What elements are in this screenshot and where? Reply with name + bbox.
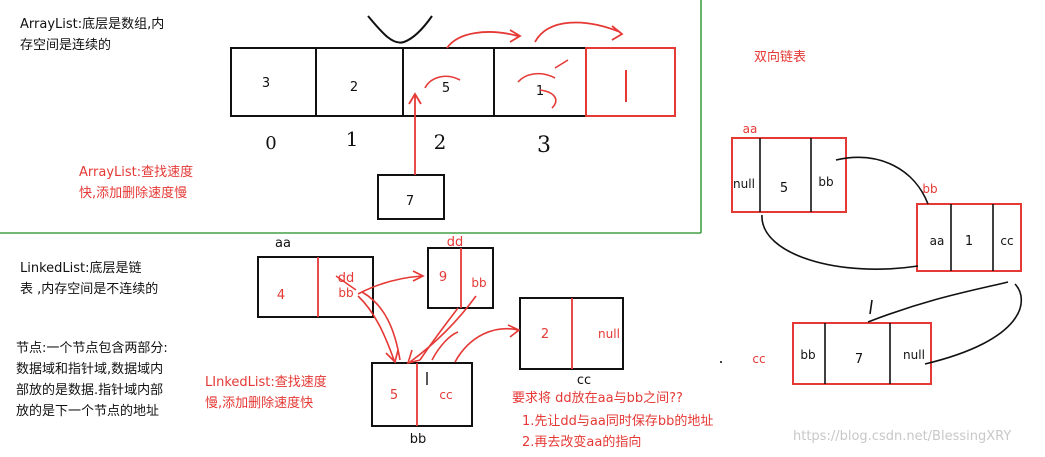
array-index-3: 3 <box>537 133 551 158</box>
ll-node-dd-data: 9 <box>439 270 447 285</box>
array-cell-2: 5 <box>442 81 450 96</box>
ll-node-aa-next: bb <box>338 286 353 300</box>
ll-node-aa-scribble: dd <box>338 271 355 286</box>
dl-node-aa-data: 5 <box>780 181 788 196</box>
ll-node-cc-data: 2 <box>541 327 549 342</box>
dl-node-cc-label: cc <box>752 352 765 366</box>
ll-node-bb-next: cc <box>439 388 452 402</box>
task-step-2: 2.再去改变aa的指向 <box>522 435 642 450</box>
dl-node-bb <box>916 203 1022 272</box>
dl-node-cc-data: 7 <box>855 352 863 367</box>
array-new-cell <box>585 47 676 117</box>
dl-node-cc <box>792 322 932 385</box>
insert-box <box>377 174 445 220</box>
dl-node-aa <box>731 137 847 213</box>
dl-node-aa-label: aa <box>743 122 758 136</box>
ll-node-aa-data: 4 <box>277 288 285 303</box>
ll-aa-strike <box>335 275 357 291</box>
ll-node-aa-label: aa <box>275 236 291 251</box>
linkedlist-speed-note: LInkedList:查找速度 慢,添加删除速度快 <box>205 375 327 411</box>
insert-value: 7 <box>406 194 414 209</box>
task-description: 要求将 dd放在aa与bb之间?? <box>512 391 683 406</box>
ll-node-cc-label: cc <box>577 373 591 388</box>
dl-node-aa-prev: null <box>733 177 755 191</box>
linkedlist-description: LinkedList:底层是链 表 ,内存空间是不连续的 <box>20 261 159 297</box>
arraylist-description: ArrayList:底层是数组,内 存空间是连续的 <box>20 17 165 53</box>
ll-node-cc-next: null <box>598 327 620 341</box>
array-cell-0: 3 <box>262 76 270 91</box>
dl-node-cc-next: null <box>903 348 925 362</box>
doubly-title: 双向链表 <box>754 50 807 65</box>
ll-node-cc <box>519 297 624 370</box>
array-cell-1: 2 <box>350 80 358 95</box>
dl-node-bb-next: cc <box>1000 234 1013 248</box>
dl-node-bb-label: bb <box>922 182 937 196</box>
ll-node-bb <box>371 362 473 427</box>
array-index-2: 2 <box>434 130 447 154</box>
node-description: 节点:一个节点包含两部分: 数据域和指针域,数据域内 部放的是数据.指针域内部 … <box>16 341 168 419</box>
ll-node-bb-label: bb <box>410 432 427 447</box>
shift-arrow-2 <box>534 21 624 43</box>
insert-marker <box>367 15 433 44</box>
watermark: https://blog.csdn.net/BlessingXRY <box>793 429 1012 444</box>
dl-node-bb-data: 1 <box>965 234 973 249</box>
ll-node-dd <box>427 247 494 309</box>
dl-node-aa-next: bb <box>818 175 833 189</box>
arraylist-speed-note: ArrayList:查找速度 快,添加删除速度慢 <box>79 165 194 201</box>
dl-pointer-curves <box>720 156 1023 365</box>
array-cell-3: 1 <box>536 84 544 99</box>
ll-node-bb-data: 5 <box>390 388 398 403</box>
ll-node-dd-label: dd <box>447 235 464 250</box>
insert-arrow <box>408 92 422 175</box>
array-cell-3-scribble <box>517 59 569 109</box>
dl-node-cc-prev: bb <box>800 348 815 362</box>
task-step-1: 1.先让dd与aa同时保存bb的地址 <box>522 414 714 429</box>
ll-node-dd-next: bb <box>471 276 486 290</box>
shift-arrow-1 <box>446 29 522 49</box>
array-box <box>230 47 587 117</box>
dl-node-bb-prev: aa <box>930 234 945 248</box>
array-cell-2-scribble <box>424 75 461 89</box>
ll-pointer-arrows <box>357 270 521 385</box>
ll-node-aa <box>257 256 374 318</box>
array-index-0: 0 <box>265 133 276 154</box>
array-index-1: 1 <box>346 127 359 151</box>
